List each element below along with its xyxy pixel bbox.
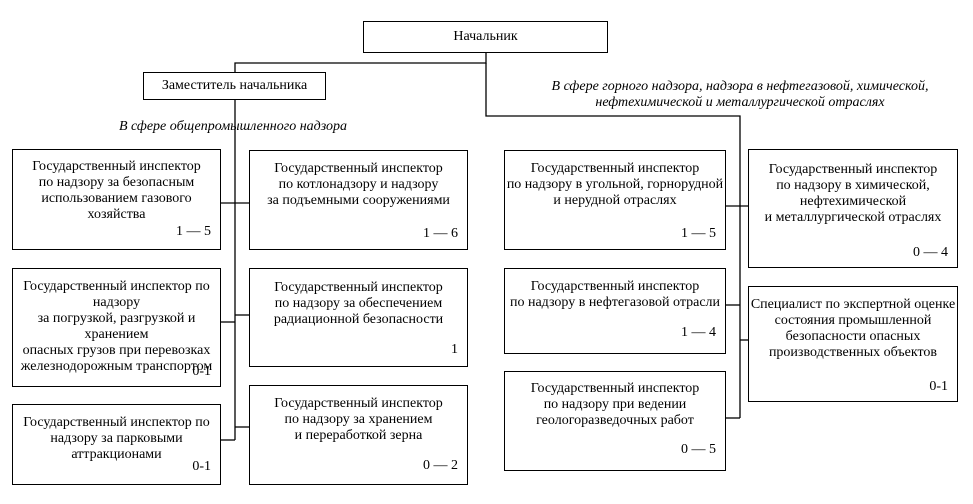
box-boiler-inspector: Государственный инспектор по котлонадзор… (249, 150, 468, 250)
deputy-box: Заместитель начальника (143, 72, 326, 100)
box-coal-count: 1 — 5 (681, 226, 716, 241)
box-grain-inspector: Государственный инспектор по надзору за … (249, 385, 468, 485)
box-coal-text: Государственный инспектор по надзору в у… (506, 161, 724, 208)
box-chemical-count: 0 — 4 (913, 245, 948, 260)
chief-box: Начальник (363, 21, 608, 53)
box-grain-count: 0 — 2 (423, 458, 458, 473)
branch-label-general: В сфере общепромышленного надзора (118, 119, 348, 134)
box-parks-inspector: Государственный инспектор по надзору за … (12, 404, 221, 485)
connector-chief-mining (485, 63, 741, 418)
box-cargo-count: 0-1 (192, 364, 211, 379)
deputy-label: Заместитель начальника (161, 78, 308, 93)
box-coal-inspector: Государственный инспектор по надзору в у… (504, 150, 726, 250)
branch-label-mining: В сфере горного надзора, надзора в нефте… (551, 79, 929, 110)
box-oilgas-count: 1 — 4 (681, 325, 716, 340)
box-parks-text: Государственный инспектор по надзору за … (23, 415, 210, 462)
box-oilgas-inspector: Государственный инспектор по надзору в н… (504, 268, 726, 354)
box-oilgas-text: Государственный инспектор по надзору в н… (509, 279, 721, 310)
box-gas-count: 1 — 5 (176, 224, 211, 239)
box-radiation-text: Государственный инспектор по надзору за … (273, 280, 444, 327)
box-gas-inspector: Государственный инспектор по надзору за … (12, 149, 221, 250)
box-chemical-inspector: Государственный инспектор по надзору в х… (748, 149, 958, 268)
chief-label: Начальник (453, 29, 518, 44)
box-gas-text: Государственный инспектор по надзору за … (32, 159, 201, 222)
box-geology-text: Государственный инспектор по надзору при… (530, 381, 700, 428)
box-cargo-text: Государственный инспектор по надзору за … (20, 279, 213, 374)
box-parks-count: 0-1 (192, 459, 211, 474)
box-expert-specialist: Специалист по экспертной оценке состояни… (748, 286, 958, 402)
box-boiler-text: Государственный инспектор по котлонадзор… (267, 161, 450, 208)
box-chemical-text: Государственный инспектор по надзору в х… (764, 162, 942, 225)
box-expert-text: Специалист по экспертной оценке состояни… (750, 297, 956, 360)
box-geology-count: 0 — 5 (681, 442, 716, 457)
box-geology-inspector: Государственный инспектор по надзору при… (504, 371, 726, 471)
box-boiler-count: 1 — 6 (423, 226, 458, 241)
connector-chief-deputy (234, 53, 487, 72)
box-radiation-inspector: Государственный инспектор по надзору за … (249, 268, 468, 367)
box-cargo-inspector: Государственный инспектор по надзору за … (12, 268, 221, 387)
box-expert-count: 0-1 (929, 379, 948, 394)
box-grain-text: Государственный инспектор по надзору за … (274, 396, 443, 443)
box-radiation-count: 1 (451, 342, 458, 357)
